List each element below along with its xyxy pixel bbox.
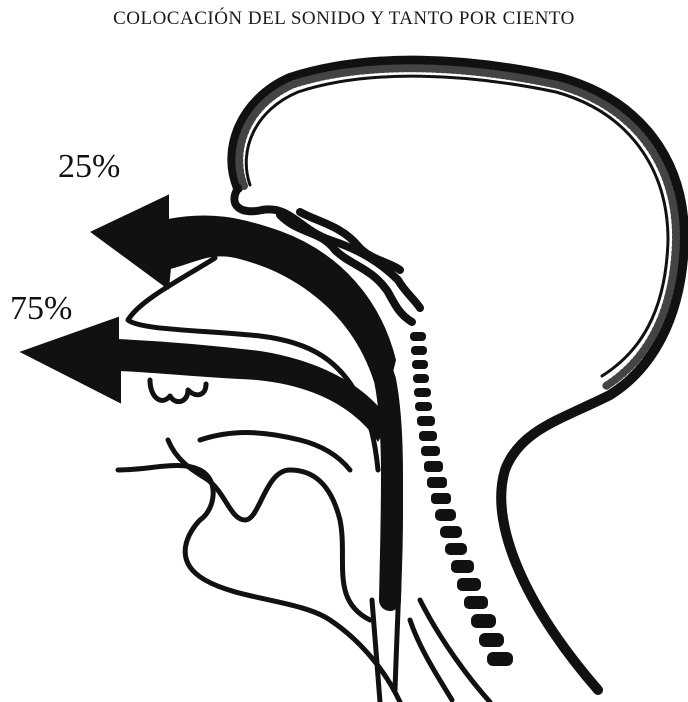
lower-arrow [22,318,388,440]
